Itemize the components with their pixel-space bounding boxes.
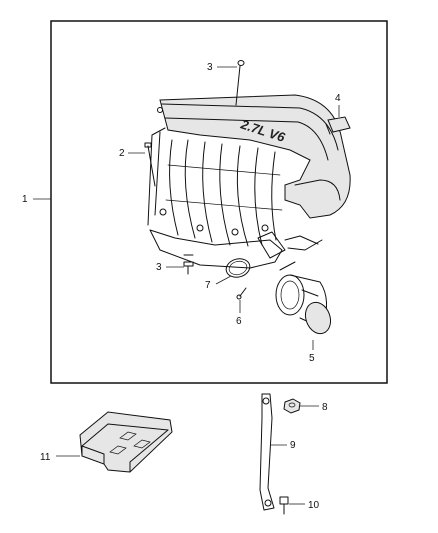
sensor-4 [325, 116, 351, 135]
throttle-body-5 [275, 261, 332, 335]
callout-2: 2 [119, 148, 125, 159]
support-strut-9 [259, 393, 275, 511]
callout-3-top: 3 [207, 62, 213, 73]
callout-9: 9 [290, 440, 296, 451]
callout-11: 11 [40, 452, 51, 463]
screw-6 [236, 287, 247, 300]
callout-5: 5 [309, 353, 315, 364]
bolt-3-lower [183, 254, 194, 275]
callout-10: 10 [308, 500, 320, 511]
callout-8: 8 [322, 402, 328, 413]
stud-bolt-2 [144, 142, 156, 187]
bolt-10 [279, 496, 289, 515]
callout-4: 4 [335, 93, 341, 104]
callout-7: 7 [205, 280, 211, 291]
callout-1: 1 [22, 194, 28, 205]
nut-8 [283, 398, 301, 414]
gasket-7 [225, 258, 251, 278]
callout-6: 6 [236, 316, 242, 327]
callout-3-lower: 3 [156, 262, 162, 273]
assembly-frame [50, 20, 388, 384]
bracket-plate-11 [79, 411, 173, 473]
intake-manifold [147, 94, 351, 269]
bolt-3-top [235, 60, 245, 106]
